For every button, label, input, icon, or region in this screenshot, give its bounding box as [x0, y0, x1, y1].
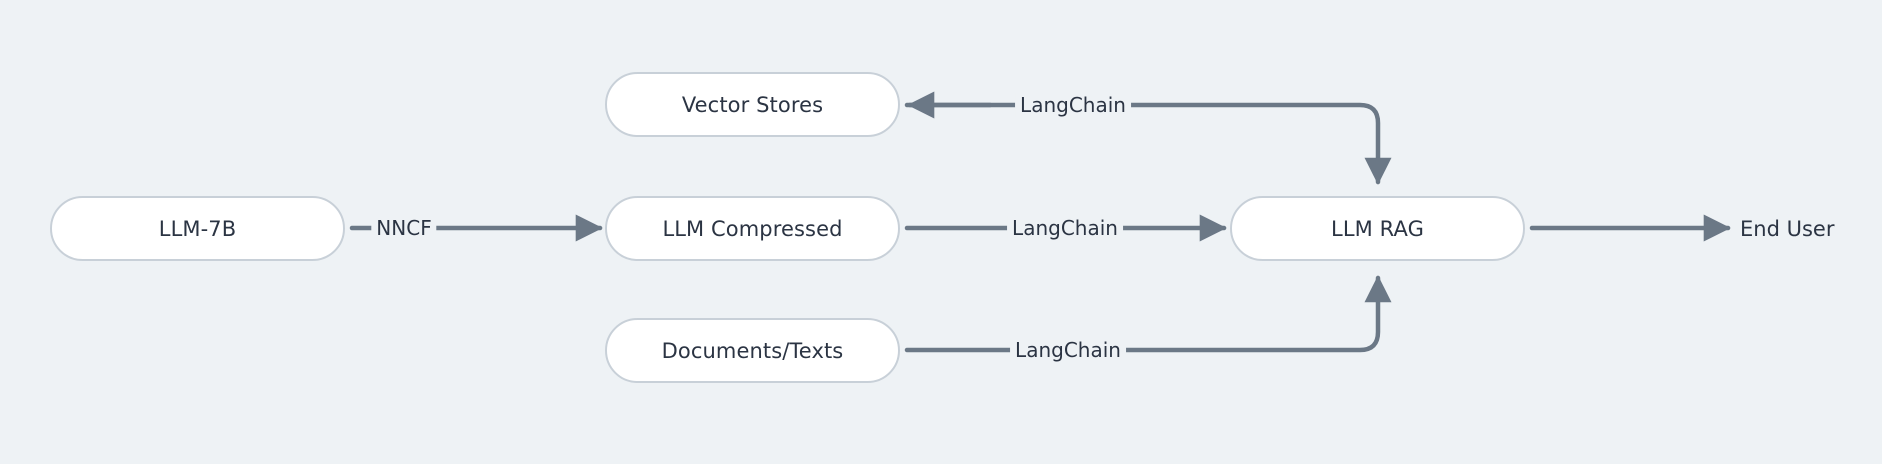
edge-label-compressed-to-rag-text: LangChain [1012, 216, 1118, 240]
edge-label-compressed-to-rag: LangChain [1007, 216, 1123, 240]
node-llm-rag-label: LLM RAG [1331, 216, 1424, 241]
edge-label-rag-to-vector-text: LangChain [1020, 93, 1126, 117]
node-llm-rag[interactable]: LLM RAG [1230, 196, 1525, 261]
edge-rag-to-vector [904, 102, 1392, 185]
node-documents-texts-label: Documents/Texts [661, 338, 844, 363]
node-documents-texts[interactable]: Documents/Texts [605, 318, 900, 383]
edge-label-nncf: NNCF [371, 216, 437, 240]
node-llm-7b-label: LLM-7B [158, 216, 237, 241]
edge-label-documents-to-rag-text: LangChain [1015, 338, 1121, 362]
edge-label-nncf-text: NNCF [376, 216, 432, 240]
node-end-user: End User [1740, 196, 1880, 261]
edge-label-documents-to-rag: LangChain [1010, 338, 1126, 362]
edge-documents-to-rag [904, 275, 1392, 353]
node-vector-stores-label: Vector Stores [681, 92, 824, 117]
node-end-user-label: End User [1740, 216, 1835, 241]
node-vector-stores[interactable]: Vector Stores [605, 72, 900, 137]
edge-label-rag-to-vector: LangChain [1015, 93, 1131, 117]
node-llm-compressed-label: LLM Compressed [662, 216, 843, 241]
node-llm-7b[interactable]: LLM-7B [50, 196, 345, 261]
node-llm-compressed[interactable]: LLM Compressed [605, 196, 900, 261]
